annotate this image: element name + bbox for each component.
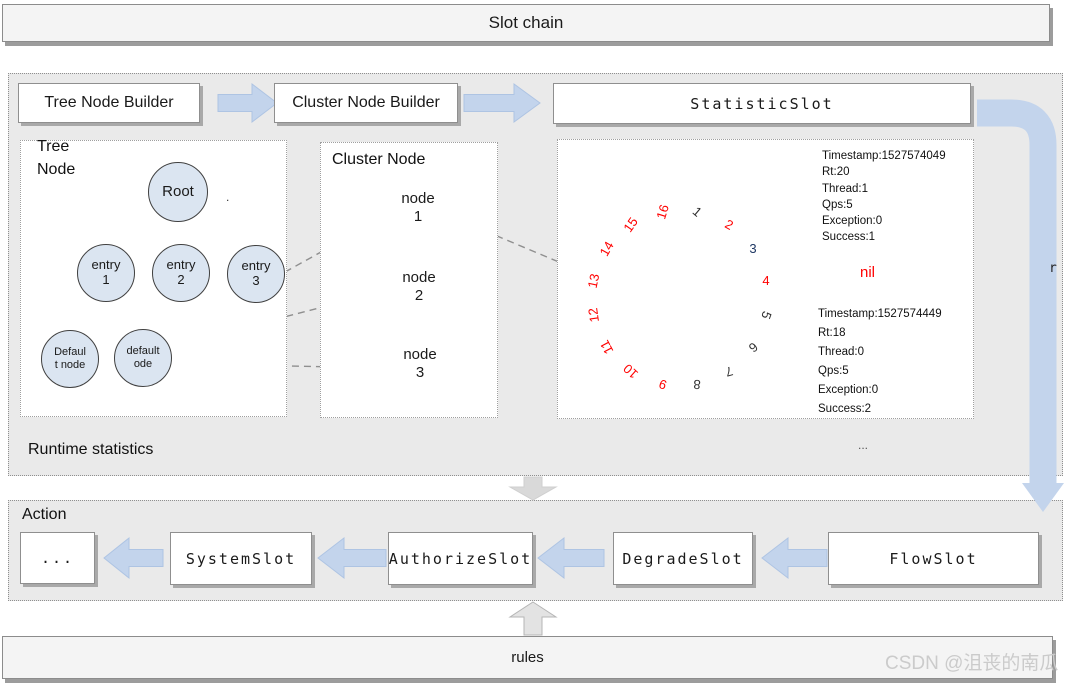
tree-panel-label-line2: Node	[37, 161, 76, 178]
authorize-slot-label: AuthorizeSlot	[388, 549, 533, 568]
stray-dot: .	[226, 190, 230, 204]
default-node-line1: Defaul	[54, 346, 86, 359]
entry2-line1: entry	[166, 257, 196, 273]
ring-slot-8: 8	[692, 376, 702, 393]
arrow-tree-to-cluster-builder	[217, 82, 278, 124]
tree-node-builder-label: Tree Node Builder	[44, 94, 174, 111]
statistic-slot-box: StatisticSlot	[553, 83, 971, 124]
statistic-to-flowslot-pipe-arrow	[977, 99, 1064, 512]
statistic-slot-panel	[557, 139, 974, 419]
slot-chain-title: Slot chain	[488, 13, 564, 32]
rules-banner: rules	[2, 636, 1053, 679]
node1-label: node 1	[393, 190, 443, 226]
default-ode-line1: default	[126, 345, 160, 358]
entry3-line1: entry	[241, 258, 271, 274]
entry1-line2: 1	[102, 272, 110, 287]
system-slot-label: SystemSlot	[185, 549, 297, 568]
default-ode-line2: ode	[133, 358, 153, 370]
arrow-flow-to-degrade	[761, 536, 828, 580]
annot-bottom-timestamp: Timestamp:1527574449	[818, 308, 942, 320]
cluster-node-builder-box: Cluster Node Builder	[274, 83, 458, 123]
action-label: Action	[22, 506, 67, 523]
window-annotation-bottom: Timestamp:1527574449 Rt:18 Thread:0 Qps:…	[818, 305, 942, 419]
node1-line1: node	[401, 190, 435, 207]
node3-label: node 3	[395, 346, 445, 382]
annot-bottom-rt: Rt:18	[818, 327, 846, 339]
ring-slot-12: 12	[585, 306, 602, 324]
annot-bottom-success: Success:2	[818, 403, 872, 415]
slot-chain-banner: Slot chain	[2, 4, 1050, 42]
entry2-line2: 2	[177, 272, 185, 287]
stray-r-label: r	[1049, 261, 1057, 276]
watermark: CSDN @沮丧的南瓜	[885, 653, 1059, 674]
degrade-slot-label: DegradeSlot	[622, 549, 744, 568]
rules-label: rules	[511, 649, 544, 666]
annot-top-exception: Exception:0	[822, 215, 883, 228]
arrow-rules-to-action	[508, 601, 558, 636]
arrow-cluster-builder-to-statistic	[463, 83, 541, 123]
annot-top-rt: Rt:20	[822, 166, 850, 179]
cluster-node-panel	[320, 142, 498, 418]
annot-top-timestamp: Timestamp:1527574049	[822, 150, 946, 162]
entry2-node: entry 2	[152, 244, 210, 302]
node2-label: node 2	[394, 269, 444, 305]
runtime-statistics-label: Runtime statistics	[28, 441, 154, 458]
ellipsis-slot-label: ...	[40, 549, 75, 567]
flow-slot-box: FlowSlot	[828, 532, 1039, 585]
annot-bottom-qps: Qps:5	[818, 365, 849, 377]
node2-line1: node	[402, 269, 436, 286]
annot-top-thread: Thread:1	[822, 182, 869, 195]
root-node-label: Root	[162, 183, 194, 201]
arrow-systemslot-to-ellipsis	[103, 536, 164, 580]
node3-line1: node	[403, 346, 437, 363]
cluster-node-builder-label: Cluster Node Builder	[292, 94, 440, 111]
statistic-slot-label: StatisticSlot	[690, 94, 834, 113]
cluster-panel-label: Cluster Node	[332, 151, 426, 168]
system-slot-box: SystemSlot	[170, 532, 312, 585]
entry1-line1: entry	[91, 257, 121, 273]
annot-top-qps: Qps:5	[822, 198, 853, 211]
authorize-slot-box: AuthorizeSlot	[388, 532, 533, 585]
arrow-authorize-to-system	[317, 536, 387, 580]
dash-node1-to-ring	[451, 216, 574, 269]
entry1-node: entry 1	[77, 244, 135, 302]
more-windows-ellipsis: ...	[858, 438, 869, 452]
entry3-line2: 3	[252, 273, 260, 288]
node3-line2: 3	[415, 364, 425, 381]
annot-top-success: Success:1	[822, 231, 876, 244]
ellipsis-slot-box: ...	[20, 532, 95, 584]
annot-bottom-thread: Thread:0	[818, 346, 865, 358]
tree-panel-label-line1: Tree	[37, 138, 70, 155]
node1-line2: 1	[413, 208, 423, 225]
default-node-line2: t node	[54, 359, 86, 371]
default-node: Defaul t node	[41, 330, 99, 388]
window-annotation-top: Timestamp:1527574049 Rt:20 Thread:1 Qps:…	[822, 148, 946, 246]
ring-slot-4: 4	[762, 273, 770, 288]
degrade-slot-box: DegradeSlot	[613, 532, 753, 585]
root-node: Root	[148, 162, 208, 222]
arrow-runtime-to-action	[508, 476, 558, 501]
tree-node-builder-box: Tree Node Builder	[18, 83, 200, 123]
arrow-degrade-to-authorize	[537, 536, 605, 580]
default-ode-node: default ode	[114, 329, 172, 387]
annot-bottom-exception: Exception:0	[818, 384, 879, 396]
flow-slot-label: FlowSlot	[889, 549, 978, 568]
nil-label: nil	[860, 264, 876, 281]
ring-slot-3: 3	[749, 241, 757, 256]
entry3-node: entry 3	[227, 245, 285, 303]
node2-line2: 2	[414, 287, 424, 304]
